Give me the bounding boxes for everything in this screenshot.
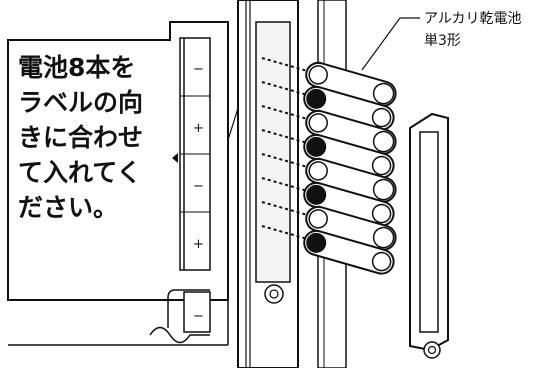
pointer-arrow [172, 153, 178, 163]
batteries [303, 61, 397, 275]
battery-type-line-1: アルカリ乾電池 [424, 11, 521, 27]
battery-type-callout: アルカリ乾電池 単3形 [361, 11, 521, 71]
device-housing [237, 0, 347, 368]
polarity-label-strip: − + − + [179, 37, 211, 271]
instruction-line-3: きに合わせ [18, 123, 143, 152]
instruction-line-1: 電池8本を [18, 53, 135, 82]
strip-plus-2: + [193, 237, 204, 252]
battery-2 [303, 85, 395, 131]
battery-4 [303, 133, 395, 179]
strip-minus-1: − [193, 62, 204, 77]
battery-8 [303, 229, 395, 275]
instruction-line-4: て入れてく [18, 158, 142, 187]
battery-3 [305, 109, 397, 155]
detail-frame: − [8, 289, 229, 346]
battery-1 [305, 61, 397, 107]
detail-minus: − [193, 309, 204, 324]
instruction-box: 電池8本を ラベルの向 きに合わせ て入れてく ださい。 [7, 21, 229, 301]
battery-cover [409, 112, 449, 359]
instruction-line-5: ださい。 [18, 193, 118, 222]
battery-6 [303, 181, 395, 227]
instruction-line-2: ラベルの向 [18, 88, 143, 117]
strip-minus-2: − [193, 179, 204, 194]
battery-5 [305, 157, 397, 203]
battery-type-line-2: 単3形 [424, 33, 461, 49]
strip-plus-1: + [193, 121, 204, 136]
